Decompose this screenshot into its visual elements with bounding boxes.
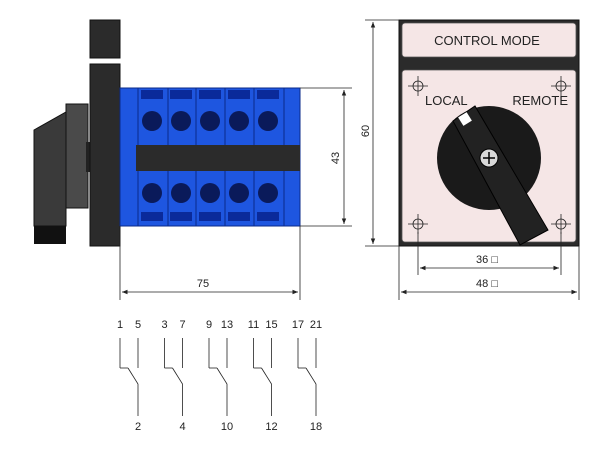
contact-blade (127, 367, 139, 385)
contact-common-label: 18 (310, 421, 322, 433)
center-screw (479, 148, 499, 168)
contact-terminal-label: 13 (221, 319, 233, 331)
dim-front-height-label: 60 (360, 125, 372, 137)
title-plate (401, 22, 577, 58)
title-plate-label: CONTROL MODE (434, 33, 540, 48)
contact-terminal-label: 21 (310, 319, 322, 331)
contact-terminal-label: 17 (292, 319, 304, 331)
dim-side-width (119, 226, 301, 300)
dim-front-width-label: 48 □ (476, 278, 498, 290)
front-plate-side-lower (89, 63, 121, 247)
center-rail (136, 145, 300, 171)
contact-terminal-label: 9 (206, 319, 212, 331)
dim-front-width (398, 246, 580, 300)
contact-pair: 11 15 12 (248, 319, 278, 433)
contact-common-label: 2 (135, 421, 141, 433)
contact-common-label: 10 (221, 421, 233, 433)
contact-pair: 17 21 18 (292, 319, 322, 433)
contact-blade (305, 367, 317, 385)
contact-common-label: 4 (179, 421, 185, 433)
dim-front-mount (417, 232, 562, 275)
shaft (86, 142, 92, 172)
contact-terminal-label: 1 (117, 319, 123, 331)
dim-front-mount-label: 36 □ (476, 254, 498, 266)
contact-common-label: 12 (265, 421, 277, 433)
bottom-terminals (141, 183, 279, 221)
knob-collar (65, 103, 89, 209)
dim-side-height-label: 43 (330, 152, 342, 164)
selector-lever (452, 105, 549, 246)
side-view: 43 75 (33, 19, 352, 300)
contact-terminal-label: 3 (161, 319, 167, 331)
top-terminals (141, 90, 279, 131)
dim-front-height (365, 19, 399, 247)
local-label: LOCAL (425, 93, 468, 108)
dim-side-width-label: 75 (197, 278, 209, 290)
contact-terminal-label: 7 (179, 319, 185, 331)
remote-label: REMOTE (512, 93, 568, 108)
handle-profile (33, 111, 67, 227)
contact-blade (261, 367, 272, 385)
dim-side-height (300, 87, 352, 227)
handle-base (34, 226, 66, 244)
contact-blade (216, 367, 228, 385)
front-plate-side (89, 19, 121, 59)
contact-terminal-label: 15 (265, 319, 277, 331)
mounting-holes (408, 76, 571, 234)
lever-indicator (458, 112, 472, 126)
contact-terminal-label: 11 (248, 319, 259, 331)
contact-pair: 9 13 10 (206, 319, 233, 433)
contact-terminal-label: 5 (135, 319, 141, 331)
front-view: CONTROL MODE LOCAL REMOTE 60 (360, 19, 580, 300)
contact-blade (172, 367, 183, 385)
